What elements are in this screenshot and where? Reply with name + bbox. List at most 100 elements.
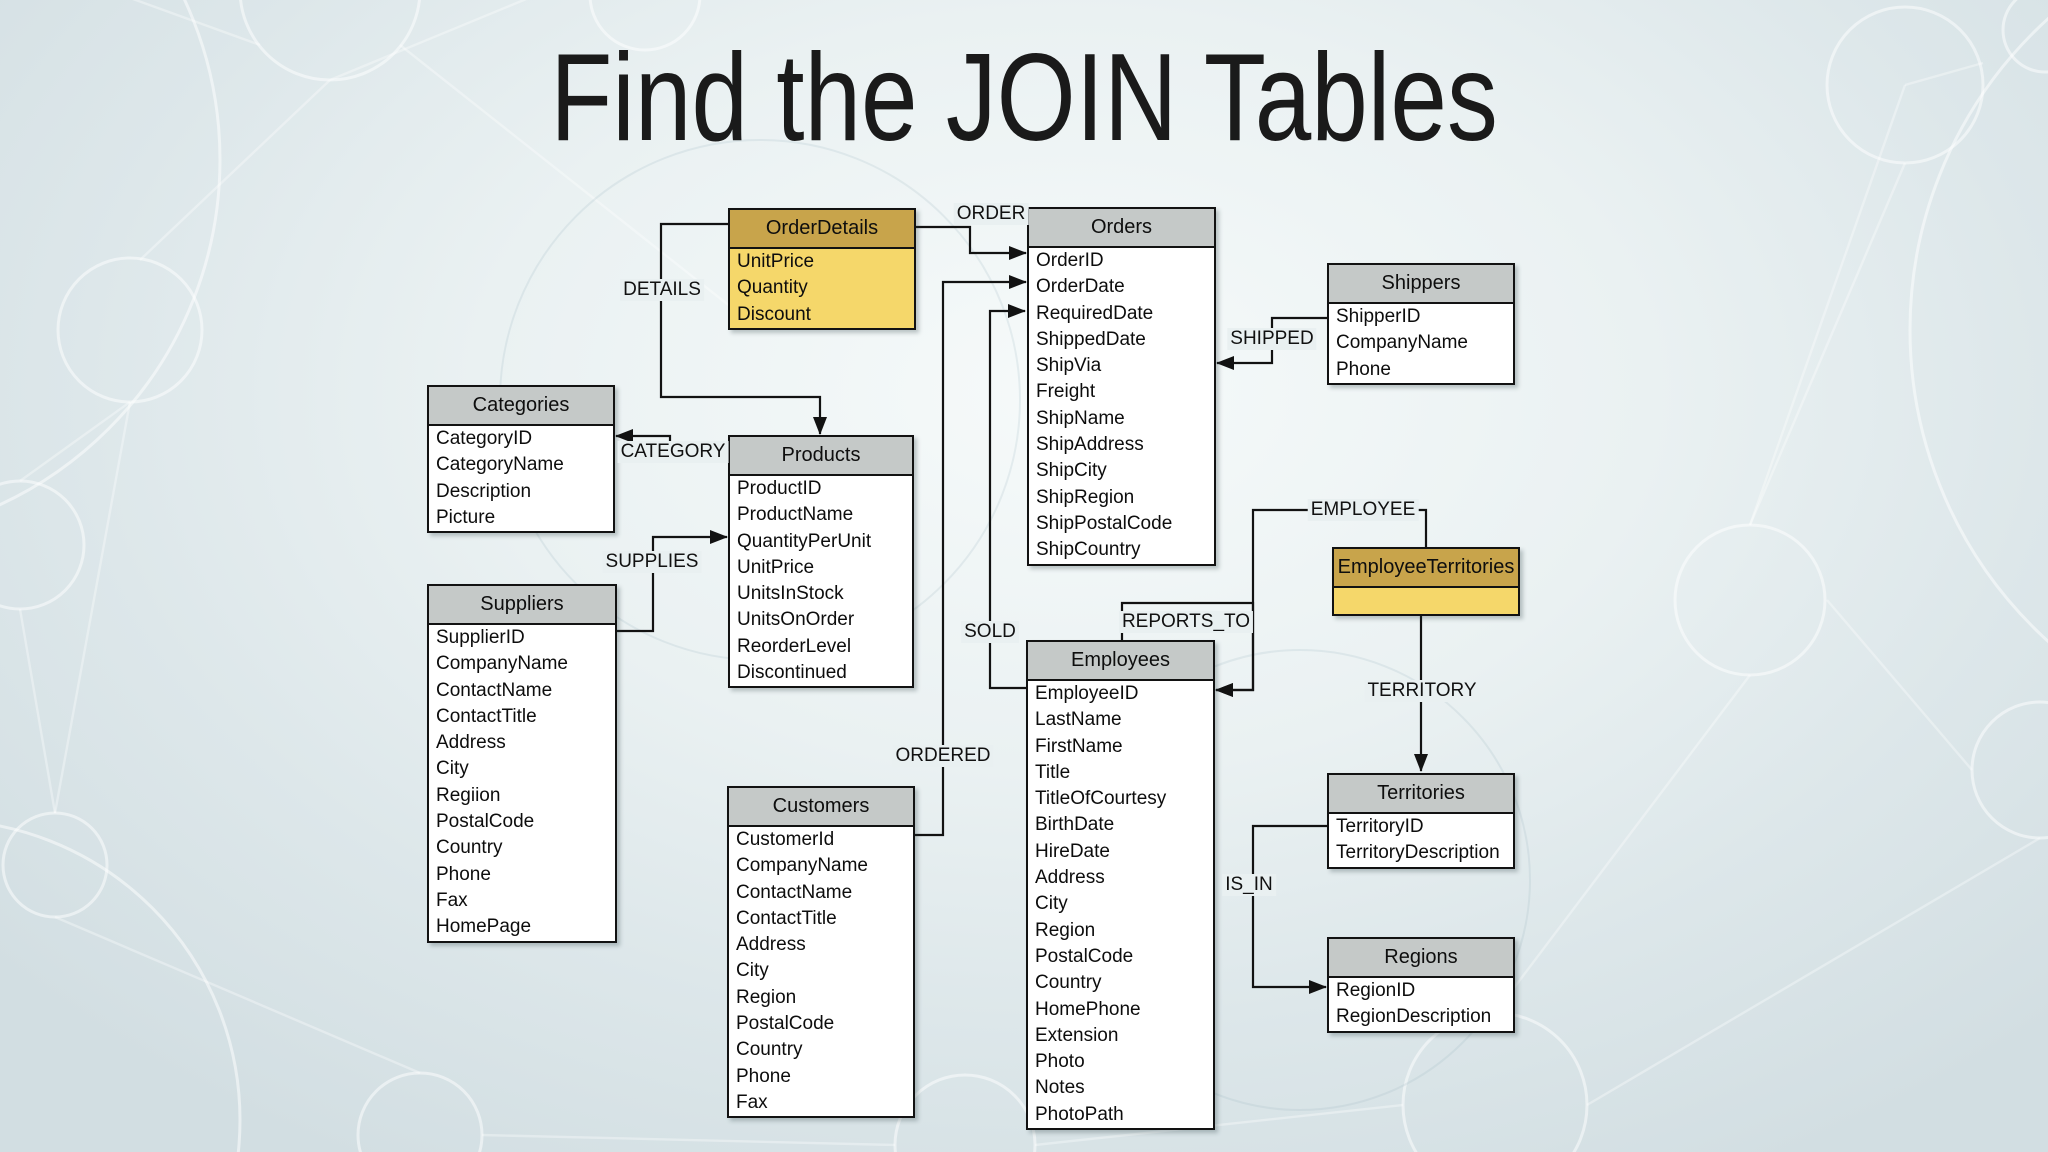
table-field: ShipRegion [1036, 486, 1135, 508]
table-title-OrderDetails: OrderDetails [730, 210, 914, 249]
relationship-label-category: CATEGORY [617, 441, 729, 463]
table-field: ShipVia [1036, 355, 1102, 377]
table-field: ShipName [1036, 407, 1125, 429]
relationship-label-employee: EMPLOYEE [1307, 499, 1419, 521]
table-field: Freight [1036, 381, 1096, 403]
table-field: UnitsInStock [737, 583, 844, 605]
table-title-Products: Products [730, 437, 912, 476]
table-title-Regions: Regions [1329, 939, 1513, 978]
table-field: City [1035, 893, 1068, 915]
table-field: Region [1035, 919, 1096, 941]
table-EmployeeTerritories: EmployeeTerritories [1332, 547, 1520, 617]
table-field: PostalCode [1035, 945, 1134, 967]
table-field: CompanyName [436, 653, 568, 675]
table-field: CategoryID [436, 428, 533, 449]
table-field: Address [736, 934, 806, 956]
table-field: CategoryName [436, 454, 564, 476]
table-field: HomePage [436, 916, 532, 938]
table-field: ShipAddress [1036, 434, 1144, 456]
table-field: ShipCountry [1036, 539, 1141, 561]
table-field: Region [736, 986, 797, 1008]
table-field: ContactName [436, 679, 553, 701]
table-field: Phone [1336, 358, 1391, 380]
table-field: HireDate [1035, 840, 1110, 862]
relationship-label-order: ORDER [953, 203, 1029, 225]
table-field: Notes [1035, 1077, 1085, 1099]
table-field: TerritoryID [1336, 816, 1424, 837]
table-field: RegionDescription [1336, 1006, 1492, 1028]
table-field: Phone [436, 863, 491, 885]
table-title-Categories: Categories [429, 387, 613, 426]
table-field: Regiion [436, 784, 501, 806]
table-field: ProductName [737, 504, 854, 526]
table-field: ProductID [737, 478, 822, 499]
table-field: ShipCity [1036, 460, 1107, 482]
table-field: PostalCode [436, 811, 535, 833]
table-field: Discontinued [737, 662, 847, 684]
table-field: FirstName [1035, 735, 1123, 757]
table-field: ContactName [736, 881, 853, 903]
table-field: RegionID [1336, 980, 1416, 1001]
table-field: CustomerId [736, 829, 835, 850]
relationship-label-sold: SOLD [961, 621, 1019, 643]
table-field: Country [436, 837, 503, 859]
relationship-label-details: DETAILS [620, 279, 704, 301]
table-field: Discount [737, 303, 811, 325]
table-field: ShippedDate [1036, 328, 1146, 350]
table-field: OrderDate [1036, 276, 1125, 298]
table-field: OrderID [1036, 250, 1104, 271]
table-field: SupplierID [436, 627, 525, 648]
table-field: UnitPrice [737, 556, 815, 578]
relationship-label-is_in: IS_IN [1222, 874, 1276, 896]
table-field: Address [436, 732, 506, 754]
table-field: ReorderLevel [737, 635, 852, 657]
relationship-label-supplies: SUPPLIES [602, 551, 702, 573]
relationship-label-shipped: SHIPPED [1227, 328, 1317, 350]
table-field: QuantityPerUnit [737, 530, 872, 552]
table-field: ContactTitle [736, 907, 837, 929]
table-field: ShipperID [1336, 306, 1421, 327]
table-field: UnitsOnOrder [737, 609, 855, 631]
table-title-Customers: Customers [729, 788, 913, 827]
relationship-line-order [916, 225, 1027, 260]
table-title-EmployeeTerritories: EmployeeTerritories [1334, 549, 1518, 588]
table-title-Employees: Employees [1028, 642, 1213, 681]
table-field: Photo [1035, 1051, 1085, 1073]
table-field: Extension [1035, 1024, 1119, 1046]
table-title-Shippers: Shippers [1329, 265, 1513, 304]
table-title-Suppliers: Suppliers [429, 586, 615, 625]
table-field [1334, 588, 1518, 614]
table-fields: RegionID RegionDescription [1329, 978, 1513, 1031]
table-field: RequiredDate [1036, 302, 1154, 324]
table-field: Address [1035, 867, 1105, 889]
table-field: Quantity [737, 277, 808, 299]
table-title-Territories: Territories [1329, 775, 1513, 814]
table-field: CompanyName [1336, 332, 1468, 354]
table-fields [1334, 588, 1518, 615]
table-field: ContactTitle [436, 705, 537, 727]
table-field: UnitPrice [737, 251, 815, 272]
table-field: CompanyName [736, 855, 868, 877]
table-field: ShipPostalCode [1036, 512, 1173, 534]
table-field: HomePhone [1035, 998, 1141, 1020]
table-field: Title [1035, 761, 1071, 783]
table-field: City [436, 758, 469, 780]
table-field: BirthDate [1035, 814, 1115, 836]
relationship-label-ordered: ORDERED [892, 745, 994, 767]
